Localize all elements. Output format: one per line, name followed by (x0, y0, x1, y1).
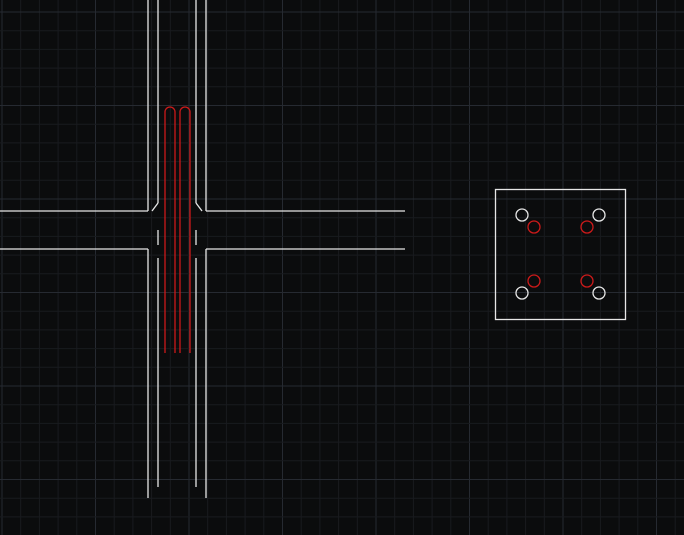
anchor-bolt-white-top-right[interactable] (592, 208, 606, 222)
rebar-hairpin[interactable] (164, 106, 191, 353)
anchor-bolt-red-top-right[interactable] (580, 220, 594, 234)
column-beam-junction[interactable] (0, 0, 405, 498)
anchor-bolt-white-top-left[interactable] (515, 208, 529, 222)
anchor-bolt-red-bottom-right[interactable] (580, 274, 594, 288)
base-plate-outline[interactable] (494, 188, 627, 321)
anchor-bolt-white-bottom-left[interactable] (515, 286, 529, 300)
bracket-tick-upper-right[interactable] (195, 202, 203, 212)
base-plate-detail[interactable] (494, 188, 627, 321)
anchor-bolt-red-top-left[interactable] (527, 220, 541, 234)
anchor-bolt-red-bottom-left[interactable] (527, 274, 541, 288)
anchor-bolt-white-bottom-right[interactable] (592, 286, 606, 300)
bracket-tick-upper-left[interactable] (151, 202, 159, 212)
